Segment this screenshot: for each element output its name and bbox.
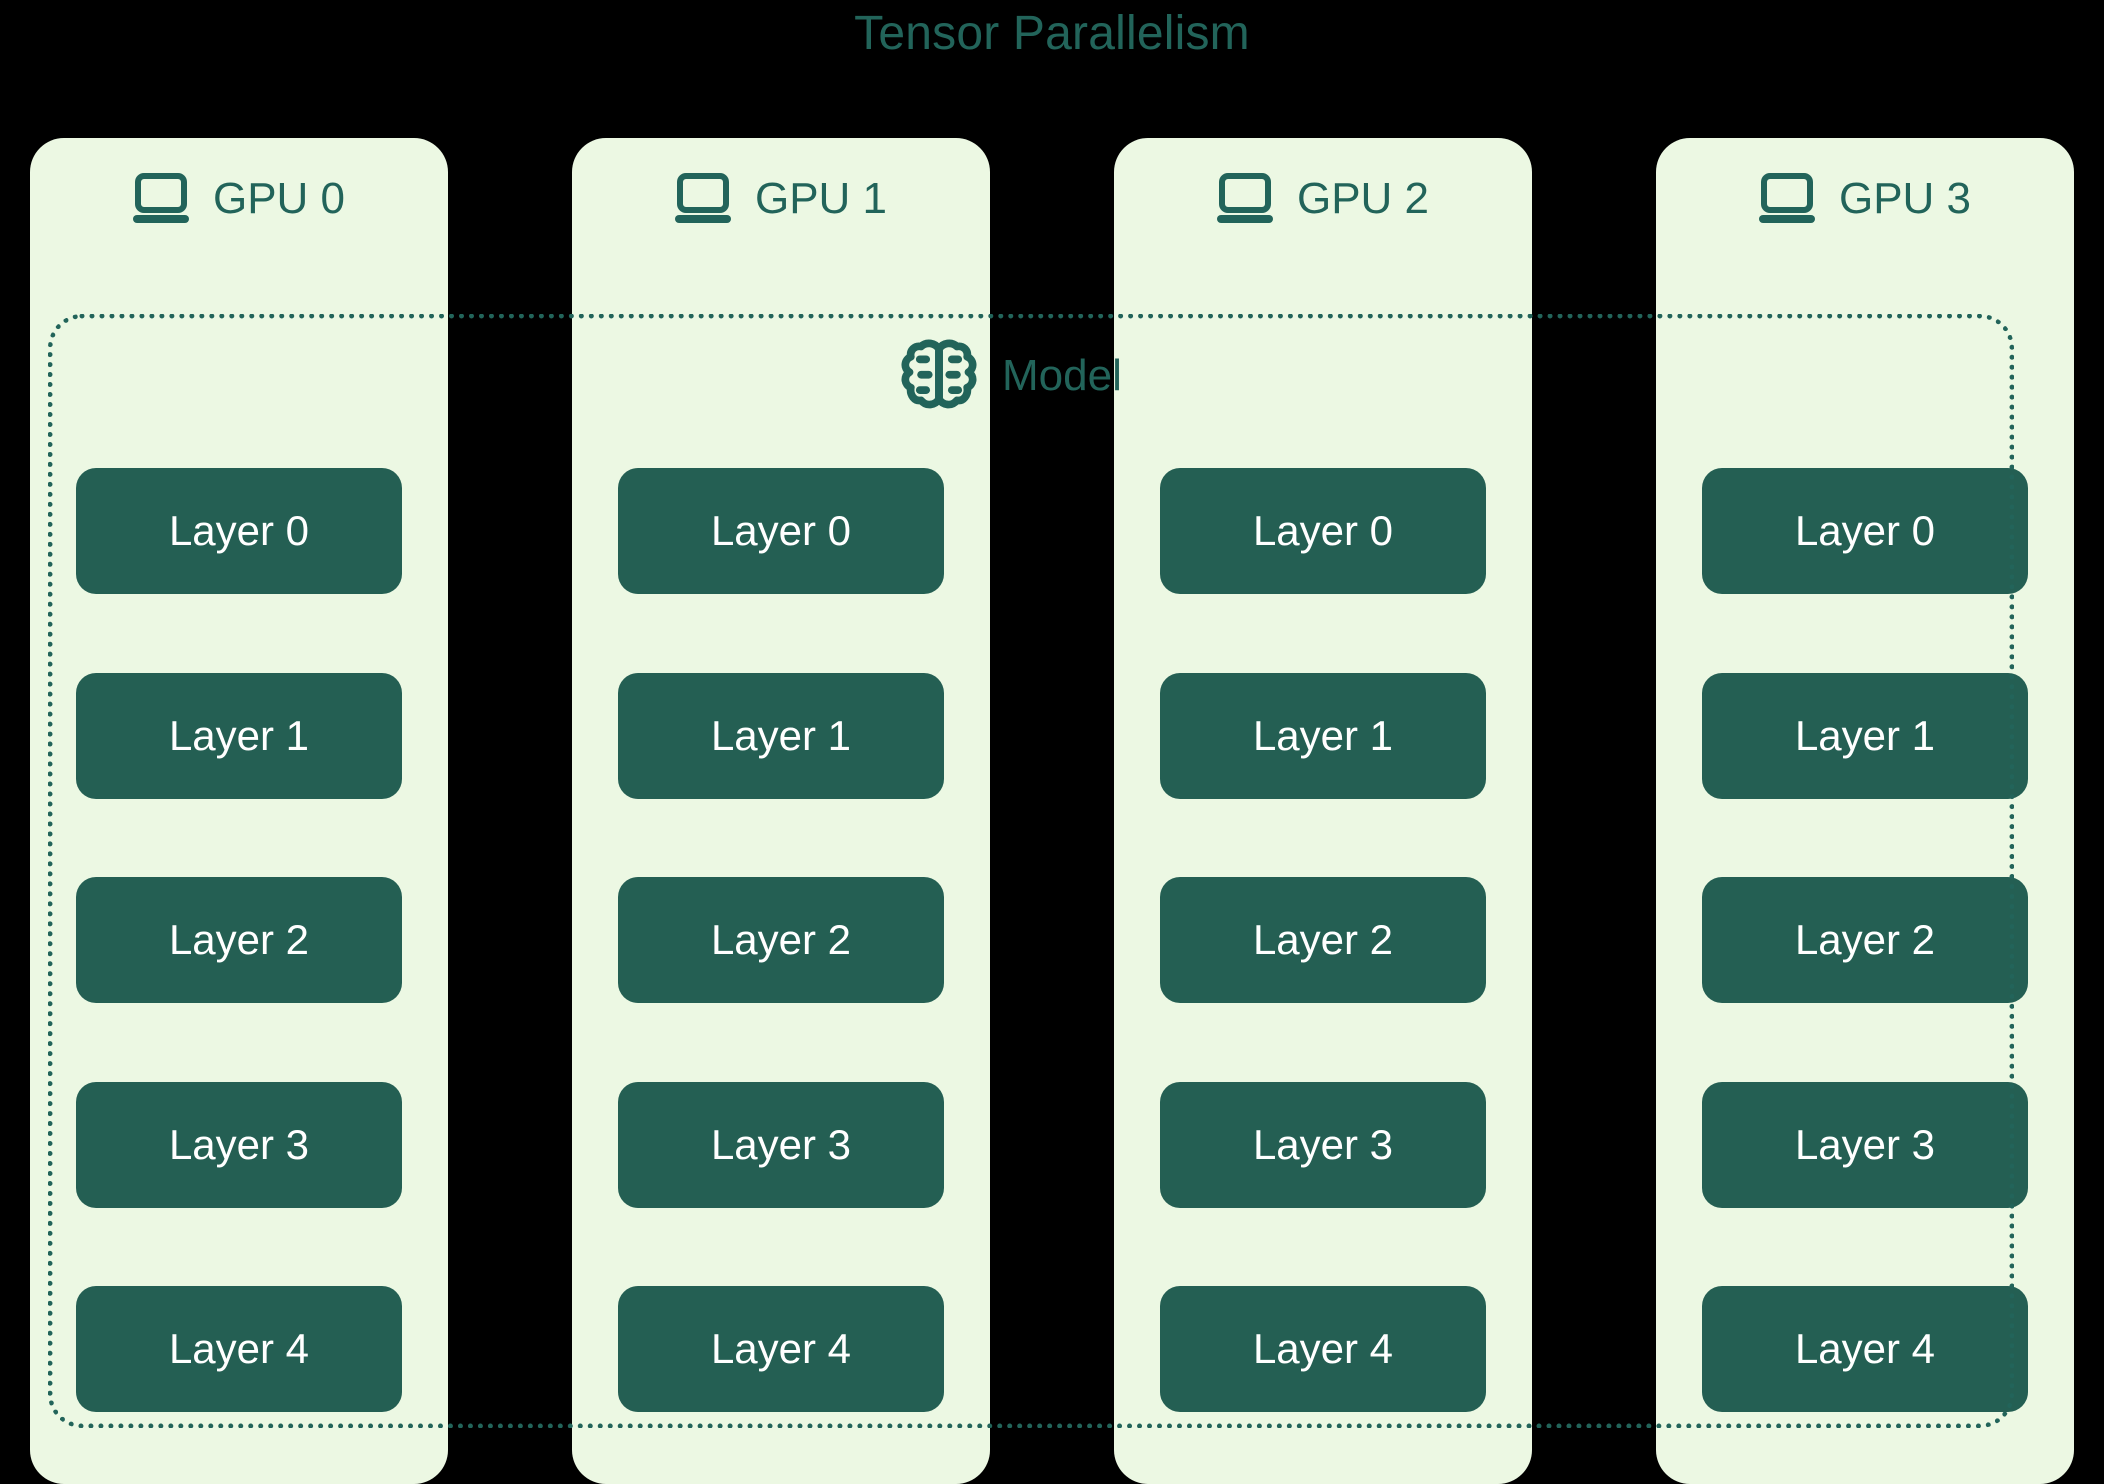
gpu-card-3[interactable]: GPU 3 Layer 0 Layer 1 Layer 2 Layer 3 La… (1656, 138, 2074, 1484)
laptop-icon (674, 173, 731, 223)
layer-stack-1: Layer 0 Layer 1 Layer 2 Layer 3 Layer 4 (618, 468, 944, 1412)
layer-stack-2: Layer 0 Layer 1 Layer 2 Layer 3 Layer 4 (1160, 468, 1486, 1412)
layer-block[interactable]: Layer 2 (1702, 877, 2028, 1003)
layer-block[interactable]: Layer 1 (1160, 672, 1486, 799)
gpu-header-0: GPU 0 (30, 166, 448, 232)
gpu-header-3: GPU 3 (1656, 166, 2074, 232)
layer-block[interactable]: Layer 4 (1702, 1286, 2028, 1412)
layer-block[interactable]: Layer 4 (1160, 1286, 1486, 1412)
layer-block[interactable]: Layer 4 (618, 1286, 944, 1412)
layer-block[interactable]: Layer 3 (1160, 1081, 1486, 1208)
gpu-label-3: GPU 3 (1838, 174, 1972, 223)
model-badge: Model (898, 336, 1122, 416)
gpu-label-1: GPU 1 (754, 174, 888, 223)
laptop-icon (132, 173, 189, 223)
page-title: Tensor Parallelism (854, 7, 1250, 60)
model-label: Model (1002, 351, 1122, 400)
laptop-icon (1758, 173, 1815, 223)
layer-stack-3: Layer 0 Layer 1 Layer 2 Layer 3 Layer 4 (1702, 468, 2028, 1412)
layer-block[interactable]: Layer 1 (618, 672, 944, 799)
gpu-label-0: GPU 0 (212, 174, 346, 223)
layer-block[interactable]: Layer 0 (76, 468, 402, 594)
layer-block[interactable]: Layer 1 (76, 672, 402, 799)
gpu-label-2: GPU 2 (1296, 174, 1430, 223)
gpu-header-1: GPU 1 (572, 166, 990, 232)
layer-block[interactable]: Layer 3 (76, 1081, 402, 1208)
gpu-card-0[interactable]: GPU 0 Layer 0 Layer 1 Layer 2 Layer 3 La… (30, 138, 448, 1484)
layer-block[interactable]: Layer 0 (1702, 468, 2028, 594)
brain-icon (901, 339, 977, 409)
layer-stack-0: Layer 0 Layer 1 Layer 2 Layer 3 Layer 4 (76, 468, 402, 1412)
layer-block[interactable]: Layer 3 (1702, 1081, 2028, 1208)
layer-block[interactable]: Layer 0 (1160, 468, 1486, 594)
layer-block[interactable]: Layer 1 (1702, 672, 2028, 799)
gpu-card-2[interactable]: GPU 2 Layer 0 Layer 1 Layer 2 Layer 3 La… (1114, 138, 1532, 1484)
layer-block[interactable]: Layer 2 (618, 877, 944, 1003)
gpu-header-2: GPU 2 (1114, 166, 1532, 232)
layer-block[interactable]: Layer 0 (618, 468, 944, 594)
layer-block[interactable]: Layer 2 (1160, 877, 1486, 1003)
layer-block[interactable]: Layer 2 (76, 877, 402, 1003)
layer-block[interactable]: Layer 3 (618, 1081, 944, 1208)
laptop-icon (1216, 173, 1273, 223)
layer-block[interactable]: Layer 4 (76, 1286, 402, 1412)
